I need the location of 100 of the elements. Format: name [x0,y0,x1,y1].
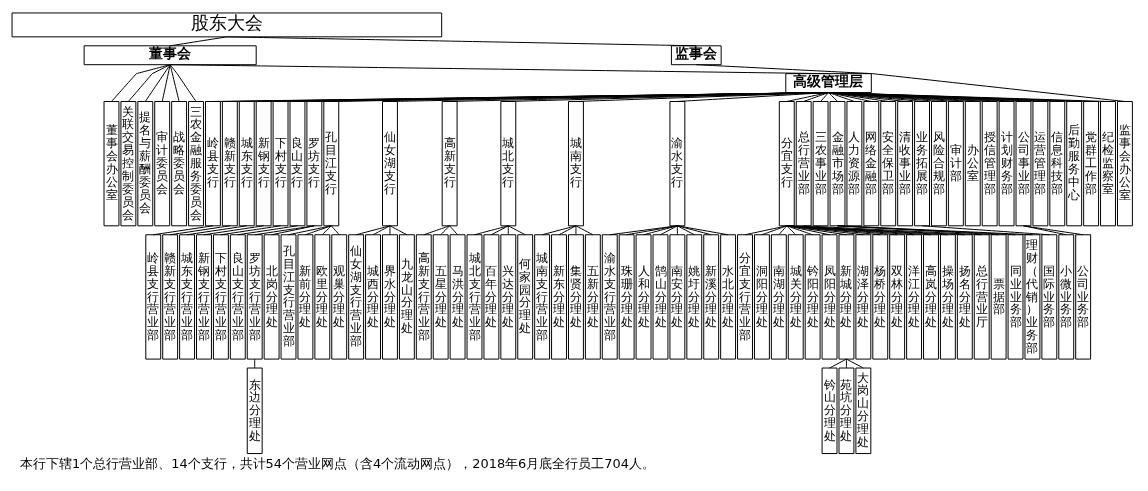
node-box: 票据部 [990,233,1007,360]
connector [203,224,265,235]
connector [575,91,830,102]
connector [237,224,298,235]
node-box: 杨桥分理处 [872,233,889,360]
node-box: 风险合规部 [931,100,947,226]
node-box: 东边分理处 [246,367,263,454]
connector [111,63,171,102]
connector [803,224,983,235]
node-box: 欧里分理处 [314,233,331,360]
node-box: 下村支行营业部 [212,233,229,360]
node-box: 国际业务部 [1041,233,1058,360]
node-box: 清收事业部 [897,100,914,226]
node-box: 董事会 [83,44,257,65]
node-box: 水北分理处 [720,233,737,360]
connector [254,224,315,235]
connector [152,224,214,235]
node-box: 仙女湖支行 [382,100,398,226]
node-box: 股东大会 [11,12,443,37]
connector [372,224,391,235]
node-box: 南湖分理处 [770,233,787,360]
node-box: 提名与薪酬委员会 [137,100,154,226]
node-box: 姚圩分理处 [686,233,703,360]
connector [921,224,1050,235]
connector [575,224,577,235]
node-box: 下村支行 [272,100,289,226]
node-box: 岭县支行营业部 [145,233,162,360]
node-box: 城南支行营业部 [534,233,551,360]
node-box: 高岚分理处 [923,233,939,360]
node-box: 小微业务部 [1058,233,1075,360]
node-box: 城东支行 [238,100,255,226]
connector [169,35,228,46]
node-box: 纪检监察室 [1100,100,1116,226]
node-box: 城关分理处 [787,233,804,360]
connector [558,224,577,235]
node-box: 新东分理处 [551,233,567,360]
connector [389,224,408,235]
node-box: 关联交易控制委员会 [120,100,137,226]
node-box: 人和分理处 [635,233,652,360]
connector [169,63,180,102]
connector [820,91,830,102]
node-box: 安全保卫部 [880,100,897,226]
node-box: 岭县支行 [204,100,221,226]
node-box: 新溪分理处 [703,233,720,360]
node-box: 分宜支行 [778,100,795,226]
node-box: 计划财务部 [998,100,1015,226]
connector [271,224,315,235]
node-box: 人力资源部 [846,100,863,226]
node-box: 公司事业部 [1015,100,1032,226]
node-box: 钤山分理处 [821,367,838,454]
connector [744,224,788,235]
connector [1023,224,1084,235]
node-box: 三农金融服务委员会 [188,100,204,226]
node-box: 城南支行 [568,100,584,226]
connector [389,224,391,235]
node-box: 五新分理处 [584,233,601,360]
node-box: 理财（代销）业务部 [1024,233,1041,360]
node-box: 新城分理处 [838,233,855,360]
node-box: 观巢分理处 [331,233,348,360]
node-box: 高新支行 [441,100,458,226]
node-box: 渝水支行营业部 [601,233,618,360]
node-box: 党群工作部 [1083,100,1100,226]
node-box: 金融市场部 [829,100,846,226]
node-box: 审计委员会 [154,100,171,226]
node-box: 南安分理处 [669,233,686,360]
node-box: 湖泽分理处 [855,233,872,360]
node-box: 九龙山分理处 [398,233,415,360]
node-box: 罗坊支行营业部 [246,233,263,360]
node-box: 罗坊支行 [306,100,323,226]
node-box: 赣新支行营业部 [162,233,179,360]
node-box: 战略委员会 [171,100,188,226]
connector [304,224,332,235]
node-box: 集贤分理处 [568,233,584,360]
node-box: 高新支行营业部 [415,233,432,360]
connector [186,224,248,235]
connector [676,91,830,102]
node-box: 操场分理处 [939,233,956,360]
node-box: 扬名分理处 [956,233,973,360]
node-box: 监事会 [670,44,722,65]
connector [449,224,459,235]
node-box: 信息科技部 [1049,100,1066,226]
node-box: 后勤服务中心 [1066,100,1083,226]
node-box: 何家园分理处 [517,233,534,360]
node-box: 授信管理部 [981,100,998,226]
connector [144,63,171,102]
node-box: 钤阳分理处 [804,233,821,360]
node-box: 北岗分理处 [263,233,280,360]
node-box: 新钢支行 [255,100,272,226]
connector [440,224,451,235]
node-box: 总行营业部 [795,100,812,226]
node-box: 洞阳分理处 [753,233,770,360]
node-box: 珠珊分理处 [618,233,635,360]
connector [355,224,391,235]
node-box: 总行营业厅 [973,233,990,360]
node-box: 苑坑分理处 [838,367,855,454]
connector [127,63,171,102]
connector [321,224,332,235]
connector [786,91,830,102]
caption: 本行下辖1个总行营业部、14个支行，共计54个营业网点（含4个流动网点），2018年6月底全行员工704人。 [19,455,655,471]
node-box: 赣新支行 [221,100,238,226]
